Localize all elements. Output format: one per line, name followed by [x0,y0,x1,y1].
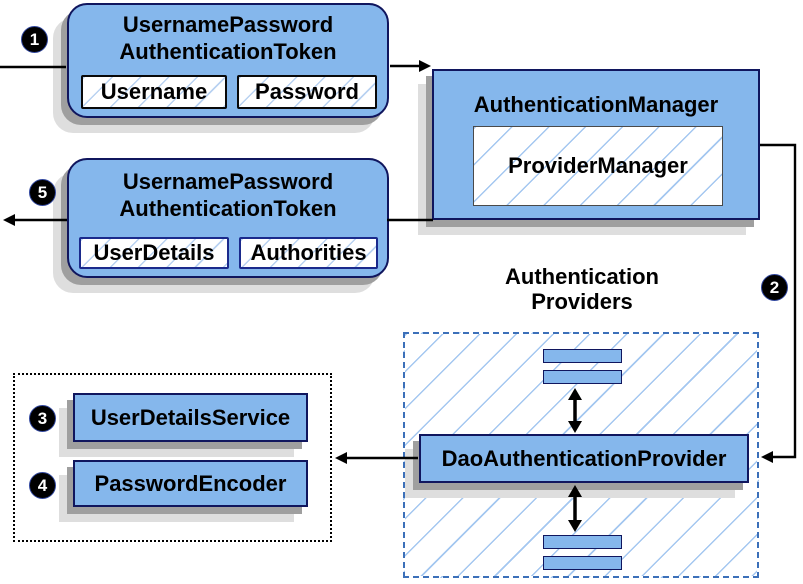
providers-label-line2: Providers [531,289,633,314]
authentication-manager-box: AuthenticationManager ProviderManager [432,69,760,220]
token-response-title-line1: UsernamePassword [122,169,334,194]
provider-bar [543,556,622,570]
dao-authentication-provider-label: DaoAuthenticationProvider [441,446,727,471]
provider-bar [543,370,622,384]
password-field-box: Password [237,75,377,109]
token-to-manager-arrow [390,60,431,72]
provider-bar [543,349,622,363]
authentication-providers-label: Authentication Providers [452,264,712,314]
provider-bar [543,535,622,549]
step-5-badge: 5 [29,179,56,206]
dao-authentication-provider-box: DaoAuthenticationProvider [419,434,749,483]
password-encoder-box: PasswordEncoder [73,460,308,507]
password-encoder-label: PasswordEncoder [94,471,287,496]
step-2-badge: 2 [761,274,788,301]
token-response-title-line2: AuthenticationToken [119,196,337,221]
step-1-badge: 1 [21,26,48,53]
username-field-box: Username [81,75,227,109]
services-container [13,373,332,542]
user-details-service-label: UserDetailsService [90,405,291,430]
user-details-service-box: UserDetailsService [73,393,308,442]
token-request-title-line1: UsernamePassword [122,12,334,37]
providers-label-line1: Authentication [505,264,659,289]
authentication-manager-title: AuthenticationManager [473,92,719,117]
step-3-badge: 3 [29,405,56,432]
token-outgoing-arrow [3,214,67,226]
username-password-token-response-box: UsernamePassword AuthenticationToken Use… [67,158,389,278]
authorities-field-box: Authorities [239,237,378,269]
token-request-title-line2: AuthenticationToken [119,39,337,64]
provider-manager-box: ProviderManager [473,126,723,206]
username-password-token-request-box: UsernamePassword AuthenticationToken Use… [67,3,389,118]
step-4-badge: 4 [29,472,56,499]
user-details-field-box: UserDetails [79,237,229,269]
manager-to-dao-connector [760,143,797,463]
